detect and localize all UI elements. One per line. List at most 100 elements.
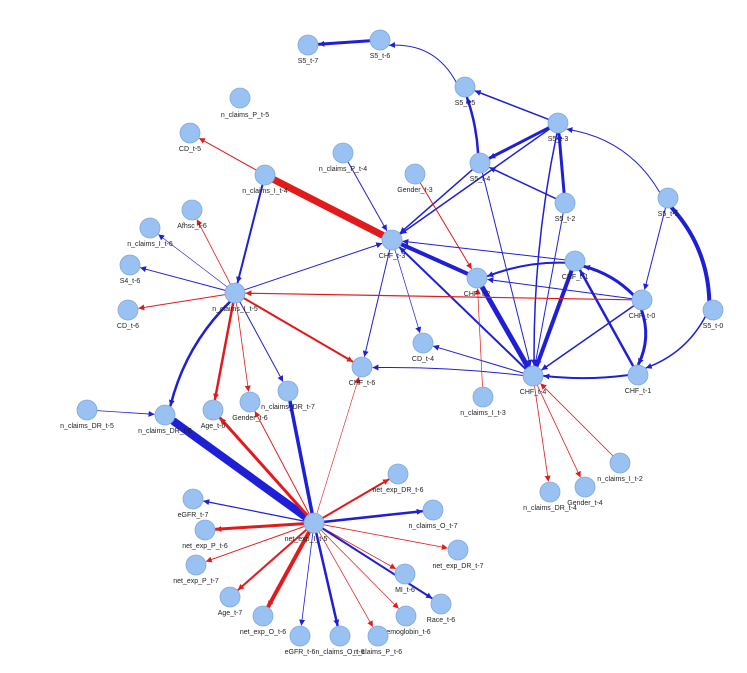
node-circle-s5-t-2[interactable] bbox=[554, 192, 576, 214]
node-n-claims-p-t-4[interactable]: n_claims_P_t-4 bbox=[319, 142, 367, 173]
node-s5-t-2[interactable]: S5_t-2 bbox=[554, 192, 576, 223]
node-circle-n-claims-o-t-6[interactable] bbox=[329, 625, 351, 647]
node-circle-chf-t-0[interactable] bbox=[631, 289, 653, 311]
node-net-exp-p-t-7[interactable]: net_exp_P_t-7 bbox=[173, 554, 219, 585]
node-circle-net-exp-o-t-6[interactable] bbox=[252, 605, 274, 627]
node-egfr-t-6[interactable]: eGFR_t-6 bbox=[285, 625, 316, 656]
node-circle-s5-t-1[interactable] bbox=[657, 187, 679, 209]
node-n-claims-i-t-5[interactable]: n_claims_I_t-5 bbox=[212, 282, 258, 313]
node-circle-n-claims-p-t-6[interactable] bbox=[367, 625, 389, 647]
node-s5-t-7[interactable]: S5_t-7 bbox=[297, 34, 319, 65]
node-circle-afhsc-t-6[interactable] bbox=[181, 199, 203, 221]
node-n-claims-o-t-6[interactable]: n_claims_O_t-6 bbox=[315, 625, 365, 656]
node-gender-t-3[interactable]: Gender_t-3 bbox=[397, 163, 433, 194]
node-s5-t-3[interactable]: S5_t-3 bbox=[547, 112, 569, 143]
node-n-claims-dr-t-7[interactable]: n_claims_DR_t-7 bbox=[261, 380, 315, 411]
node-circle-chf-t-1b[interactable] bbox=[564, 250, 586, 272]
node-circle-s5-t-5[interactable] bbox=[454, 76, 476, 98]
node-circle-s4-t-6[interactable] bbox=[119, 254, 141, 276]
node-afhsc-t-6[interactable]: Afhsc_t-6 bbox=[177, 199, 207, 230]
node-hemoglobin-t-6[interactable]: Hemoglobin_t-6 bbox=[381, 605, 431, 636]
node-chf-t-2[interactable]: CHF_t-2 bbox=[464, 267, 491, 298]
node-race-t-6[interactable]: Race_t-6 bbox=[427, 593, 456, 624]
node-circle-gender-t-3[interactable] bbox=[404, 163, 426, 185]
node-net-exp-p-t-6[interactable]: net_exp_P_t-6 bbox=[182, 519, 228, 550]
node-circle-chf-t-3[interactable] bbox=[381, 229, 403, 251]
node-circle-race-t-6[interactable] bbox=[430, 593, 452, 615]
node-net-exp-o-t-6[interactable]: net_exp_O_t-6 bbox=[240, 605, 286, 636]
node-cd-t-5[interactable]: CD_t-5 bbox=[179, 122, 201, 153]
node-circle-s5-t-0[interactable] bbox=[702, 299, 724, 321]
node-net-exp-dr-t-6[interactable]: net_exp_DR_t-6 bbox=[373, 463, 424, 494]
node-s5-t-6[interactable]: S5_t-6 bbox=[369, 29, 391, 60]
node-circle-n-claims-dr-t-5[interactable] bbox=[76, 399, 98, 421]
node-s5-t-1[interactable]: S5_t-1 bbox=[657, 187, 679, 218]
node-s5-t-0[interactable]: S5_t-0 bbox=[702, 299, 724, 330]
node-n-claims-o-t-7[interactable]: n_claims_O_t-7 bbox=[408, 499, 458, 530]
node-n-claims-p-t-6[interactable]: n_claims_P_t-6 bbox=[354, 625, 402, 656]
node-circle-net-exp-i-t-5[interactable] bbox=[303, 512, 325, 534]
node-circle-s5-t-3[interactable] bbox=[547, 112, 569, 134]
node-circle-gender-t-4[interactable] bbox=[574, 476, 596, 498]
node-circle-s5-t-7[interactable] bbox=[297, 34, 319, 56]
node-gender-t-4[interactable]: Gender_t-4 bbox=[567, 476, 603, 507]
node-age-t-7[interactable]: Age_t-7 bbox=[218, 586, 243, 617]
node-n-claims-i-t-6[interactable]: n_claims_I_t-6 bbox=[127, 217, 173, 248]
node-circle-n-claims-i-t-2[interactable] bbox=[609, 452, 631, 474]
node-net-exp-dr-t-7[interactable]: net_exp_DR_t-7 bbox=[433, 539, 484, 570]
node-circle-n-claims-i-t-3[interactable] bbox=[472, 386, 494, 408]
node-circle-egfr-t-6[interactable] bbox=[289, 625, 311, 647]
node-circle-n-claims-dr-t-4[interactable] bbox=[539, 481, 561, 503]
node-circle-chf-t-6[interactable] bbox=[351, 356, 373, 378]
node-chf-t-1b[interactable]: CHF_t-1 bbox=[562, 250, 589, 281]
node-circle-hemoglobin-t-6[interactable] bbox=[395, 605, 417, 627]
node-age-t-6[interactable]: Age_t-6 bbox=[201, 399, 226, 430]
node-n-claims-dr-t-5[interactable]: n_claims_DR_t-5 bbox=[60, 399, 114, 430]
node-s4-t-6[interactable]: S4_t-6 bbox=[119, 254, 141, 285]
node-chf-t-6[interactable]: CHF_t-6 bbox=[349, 356, 376, 387]
node-n-claims-dr-t-4[interactable]: n_claims_DR_t-4 bbox=[523, 481, 577, 512]
node-n-claims-i-t-3[interactable]: n_claims_I_t-3 bbox=[460, 386, 506, 417]
node-circle-chf-t-4[interactable] bbox=[522, 365, 544, 387]
node-n-claims-i-t-4[interactable]: n_claims_I_t-4 bbox=[242, 164, 288, 195]
node-n-claims-i-t-2[interactable]: n_claims_I_t-2 bbox=[597, 452, 643, 483]
node-cd-t-4[interactable]: CD_t-4 bbox=[412, 332, 434, 363]
node-s5-t-5[interactable]: S5_t-5 bbox=[454, 76, 476, 107]
node-mi-t-6[interactable]: MI_t-6 bbox=[394, 563, 416, 594]
node-chf-t-4[interactable]: CHF_t-4 bbox=[520, 365, 547, 396]
node-cd-t-6[interactable]: CD_t-6 bbox=[117, 299, 139, 330]
node-circle-n-claims-p-t-4[interactable] bbox=[332, 142, 354, 164]
node-circle-egfr-t-7[interactable] bbox=[182, 488, 204, 510]
node-egfr-t-7[interactable]: eGFR_t-7 bbox=[178, 488, 209, 519]
node-n-claims-dr-t-6[interactable]: n_claims_DR_t-6 bbox=[138, 404, 192, 435]
node-circle-n-claims-i-t-4[interactable] bbox=[254, 164, 276, 186]
node-gender-t-6[interactable]: Gender_t-6 bbox=[232, 391, 268, 422]
node-chf-t-0[interactable]: CHF_t-0 bbox=[629, 289, 656, 320]
node-circle-n-claims-dr-t-6[interactable] bbox=[154, 404, 176, 426]
node-circle-s5-t-4[interactable] bbox=[469, 152, 491, 174]
node-circle-n-claims-p-t-5[interactable] bbox=[229, 87, 251, 109]
node-s5-t-4[interactable]: S5_t-4 bbox=[469, 152, 491, 183]
node-circle-cd-t-6[interactable] bbox=[117, 299, 139, 321]
node-circle-n-claims-i-t-6[interactable] bbox=[139, 217, 161, 239]
node-circle-age-t-6[interactable] bbox=[202, 399, 224, 421]
node-circle-s5-t-6[interactable] bbox=[369, 29, 391, 51]
node-net-exp-i-t-5[interactable]: net_exp_I_t-5 bbox=[285, 512, 328, 543]
node-n-claims-p-t-5[interactable]: n_claims_P_t-5 bbox=[221, 87, 269, 119]
node-circle-n-claims-i-t-5[interactable] bbox=[224, 282, 246, 304]
node-circle-net-exp-p-t-6[interactable] bbox=[194, 519, 216, 541]
node-circle-chf-t-2[interactable] bbox=[466, 267, 488, 289]
node-circle-net-exp-dr-t-6[interactable] bbox=[387, 463, 409, 485]
node-circle-net-exp-p-t-7[interactable] bbox=[185, 554, 207, 576]
node-circle-gender-t-6[interactable] bbox=[239, 391, 261, 413]
node-chf-t-1[interactable]: CHF_t-1 bbox=[625, 364, 652, 395]
node-circle-age-t-7[interactable] bbox=[219, 586, 241, 608]
node-circle-n-claims-dr-t-7[interactable] bbox=[277, 380, 299, 402]
node-circle-n-claims-o-t-7[interactable] bbox=[422, 499, 444, 521]
node-chf-t-3[interactable]: CHF_t-3 bbox=[379, 229, 406, 260]
node-circle-cd-t-5[interactable] bbox=[179, 122, 201, 144]
node-circle-net-exp-dr-t-7[interactable] bbox=[447, 539, 469, 561]
node-circle-mi-t-6[interactable] bbox=[394, 563, 416, 585]
node-circle-chf-t-1[interactable] bbox=[627, 364, 649, 386]
node-circle-cd-t-4[interactable] bbox=[412, 332, 434, 354]
